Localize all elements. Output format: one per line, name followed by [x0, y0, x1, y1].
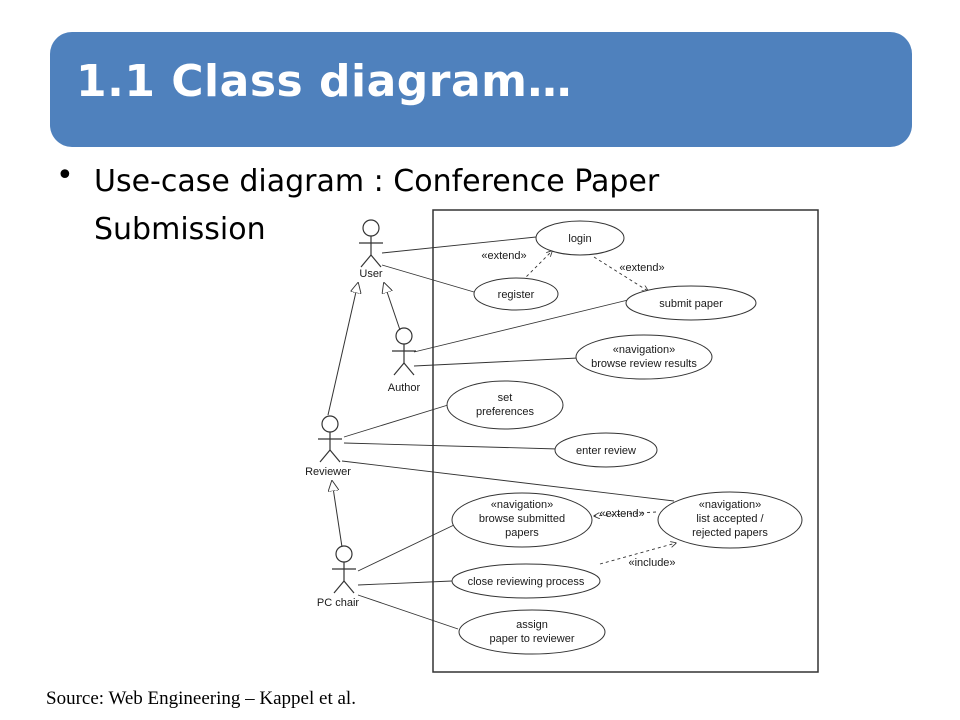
use-case-browse-review-results-line1: «navigation»	[613, 344, 675, 356]
slide-title: 1.1 Class diagram…	[76, 56, 573, 107]
include-label: «include»	[628, 557, 675, 569]
use-case-close-reviewing-process-label: close reviewing process	[468, 576, 585, 588]
use-case-set-preferences: set preferences	[446, 380, 564, 430]
use-case-set-preferences-line2: preferences	[476, 406, 535, 418]
use-case-browse-submitted-papers-line1: «navigation»	[491, 499, 553, 511]
use-case-diagram: User Author Reviewer PC chair	[296, 205, 836, 687]
use-case-assign-paper: assign paper to reviewer	[458, 609, 606, 655]
actor-author	[392, 327, 416, 376]
use-case-login-label: login	[568, 233, 591, 245]
use-case-login: login	[535, 220, 625, 256]
use-case-close-reviewing-process: close reviewing process	[451, 563, 601, 599]
source-caption: Source: Web Engineering – Kappel et al.	[46, 688, 356, 709]
use-case-browse-review-results-line2: browse review results	[591, 358, 697, 370]
actor-reviewer-label: Reviewer	[305, 466, 351, 478]
use-case-assign-paper-line1: assign	[516, 619, 548, 631]
use-case-browse-submitted-papers: «navigation» browse submitted papers	[451, 492, 593, 548]
generalization-lines	[328, 283, 401, 548]
actor-author-label: Author	[388, 382, 421, 394]
actor-user-label: User	[359, 268, 383, 280]
use-case-set-preferences-line1: set	[498, 392, 513, 404]
use-case-list-accepted-line1: «navigation»	[699, 499, 761, 511]
use-case-browse-submitted-papers-line3: papers	[505, 527, 539, 539]
actor-reviewer	[318, 415, 342, 463]
use-case-list-accepted-line3: rejected papers	[692, 527, 768, 539]
bullet-text: Use-case diagram : Conference Paper Subm…	[94, 164, 660, 247]
use-case-list-accepted-line2: list accepted /	[696, 513, 764, 525]
use-case-register-label: register	[498, 289, 535, 301]
use-case-browse-review-results: «navigation» browse review results	[575, 334, 713, 380]
bullet-dot: •	[56, 158, 74, 193]
use-case-submit-paper: submit paper	[625, 285, 757, 321]
system-boundary	[432, 209, 819, 673]
extend-label-list: «extend»	[599, 508, 644, 520]
extend-label-register: «extend»	[481, 250, 526, 262]
extend-label-submit: «extend»	[619, 262, 664, 274]
use-case-register: register	[473, 277, 559, 311]
use-case-assign-paper-line2: paper to reviewer	[490, 633, 575, 645]
association-lines	[341, 236, 675, 630]
use-case-diagram-svg: User Author Reviewer PC chair	[296, 205, 836, 687]
use-case-list-accepted-rejected: «navigation» list accepted / rejected pa…	[657, 491, 803, 549]
use-case-submit-paper-label: submit paper	[659, 298, 723, 310]
use-case-enter-review: enter review	[554, 432, 658, 468]
use-case-enter-review-label: enter review	[576, 445, 636, 457]
title-bar	[50, 32, 912, 147]
actor-pc-chair-label: PC chair	[317, 597, 360, 609]
actor-pc-chair	[332, 545, 356, 594]
use-case-browse-submitted-papers-line2: browse submitted	[479, 513, 565, 525]
actor-user	[359, 219, 383, 268]
